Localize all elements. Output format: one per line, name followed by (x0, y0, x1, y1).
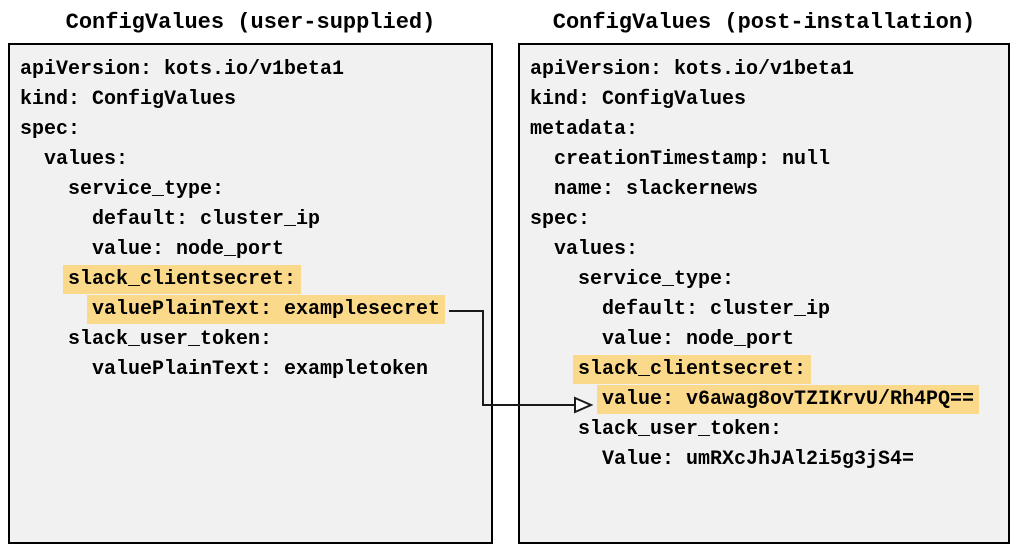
code-line: slack_clientsecret: (20, 265, 491, 295)
code-text: kind: ConfigValues (530, 88, 747, 111)
code-line: metadata: (530, 115, 1008, 145)
code-text: apiVersion: kots.io/v1beta1 (20, 58, 345, 81)
code-text: kind: ConfigValues (20, 88, 237, 111)
code-text: valuePlainText: exampletoken (92, 358, 429, 381)
code-text: spec: (20, 118, 81, 141)
code-text: value: node_port (602, 328, 795, 351)
code-line: slack_user_token: (20, 325, 491, 355)
code-text: values: (554, 238, 639, 261)
code-text: default: cluster_ip (602, 298, 831, 321)
code-line: value: node_port (20, 235, 491, 265)
code-line: spec: (530, 205, 1008, 235)
post-installation-code-block: apiVersion: kots.io/v1beta1 kind: ConfigV… (520, 45, 1008, 475)
code-text: Value: umRXcJhJAl2i5g3jS4= (602, 448, 915, 471)
code-line: value: v6awag8ovTZIKrvU/Rh4PQ== (530, 385, 1008, 415)
code-line: valuePlainText: exampletoken (20, 355, 491, 385)
code-line: service_type: (20, 175, 491, 205)
highlighted-code-text: valuePlainText: examplesecret (87, 295, 446, 324)
code-text: value: node_port (92, 238, 285, 261)
code-text: default: cluster_ip (92, 208, 321, 231)
code-text: name: slackernews (554, 178, 759, 201)
code-line: values: (20, 145, 491, 175)
post-installation-config-panel: apiVersion: kots.io/v1beta1 kind: ConfigV… (518, 43, 1010, 544)
code-line: service_type: (530, 265, 1008, 295)
right-panel-title: ConfigValues (post-installation) (552, 10, 976, 35)
code-text: spec: (530, 208, 591, 231)
left-panel-title: ConfigValues (user-supplied) (65, 10, 436, 35)
code-line: apiVersion: kots.io/v1beta1 (20, 55, 491, 85)
code-line: creationTimestamp: null (530, 145, 1008, 175)
code-line: spec: (20, 115, 491, 145)
highlighted-code-text: value: v6awag8ovTZIKrvU/Rh4PQ== (597, 385, 980, 414)
code-line: apiVersion: kots.io/v1beta1 (530, 55, 1008, 85)
code-line: valuePlainText: examplesecret (20, 295, 491, 325)
code-line: slack_clientsecret: (530, 355, 1008, 385)
code-line: name: slackernews (530, 175, 1008, 205)
code-text: apiVersion: kots.io/v1beta1 (530, 58, 855, 81)
code-line: default: cluster_ip (530, 295, 1008, 325)
user-supplied-code-block: apiVersion: kots.io/v1beta1 kind: ConfigV… (10, 45, 491, 385)
code-line: kind: ConfigValues (530, 85, 1008, 115)
code-text: slack_user_token: (578, 418, 783, 441)
code-text: metadata: (530, 118, 639, 141)
code-text: creationTimestamp: null (554, 148, 831, 171)
code-text: service_type: (68, 178, 225, 201)
code-text: service_type: (578, 268, 735, 291)
code-line: kind: ConfigValues (20, 85, 491, 115)
code-line: Value: umRXcJhJAl2i5g3jS4= (530, 445, 1008, 475)
highlighted-code-text: slack_clientsecret: (63, 265, 302, 294)
code-line: slack_user_token: (530, 415, 1008, 445)
code-line: values: (530, 235, 1008, 265)
code-line: default: cluster_ip (20, 205, 491, 235)
highlighted-code-text: slack_clientsecret: (573, 355, 812, 384)
user-supplied-config-panel: apiVersion: kots.io/v1beta1 kind: ConfigV… (8, 43, 493, 544)
code-line: value: node_port (530, 325, 1008, 355)
code-text: slack_user_token: (68, 328, 273, 351)
code-text: values: (44, 148, 129, 171)
